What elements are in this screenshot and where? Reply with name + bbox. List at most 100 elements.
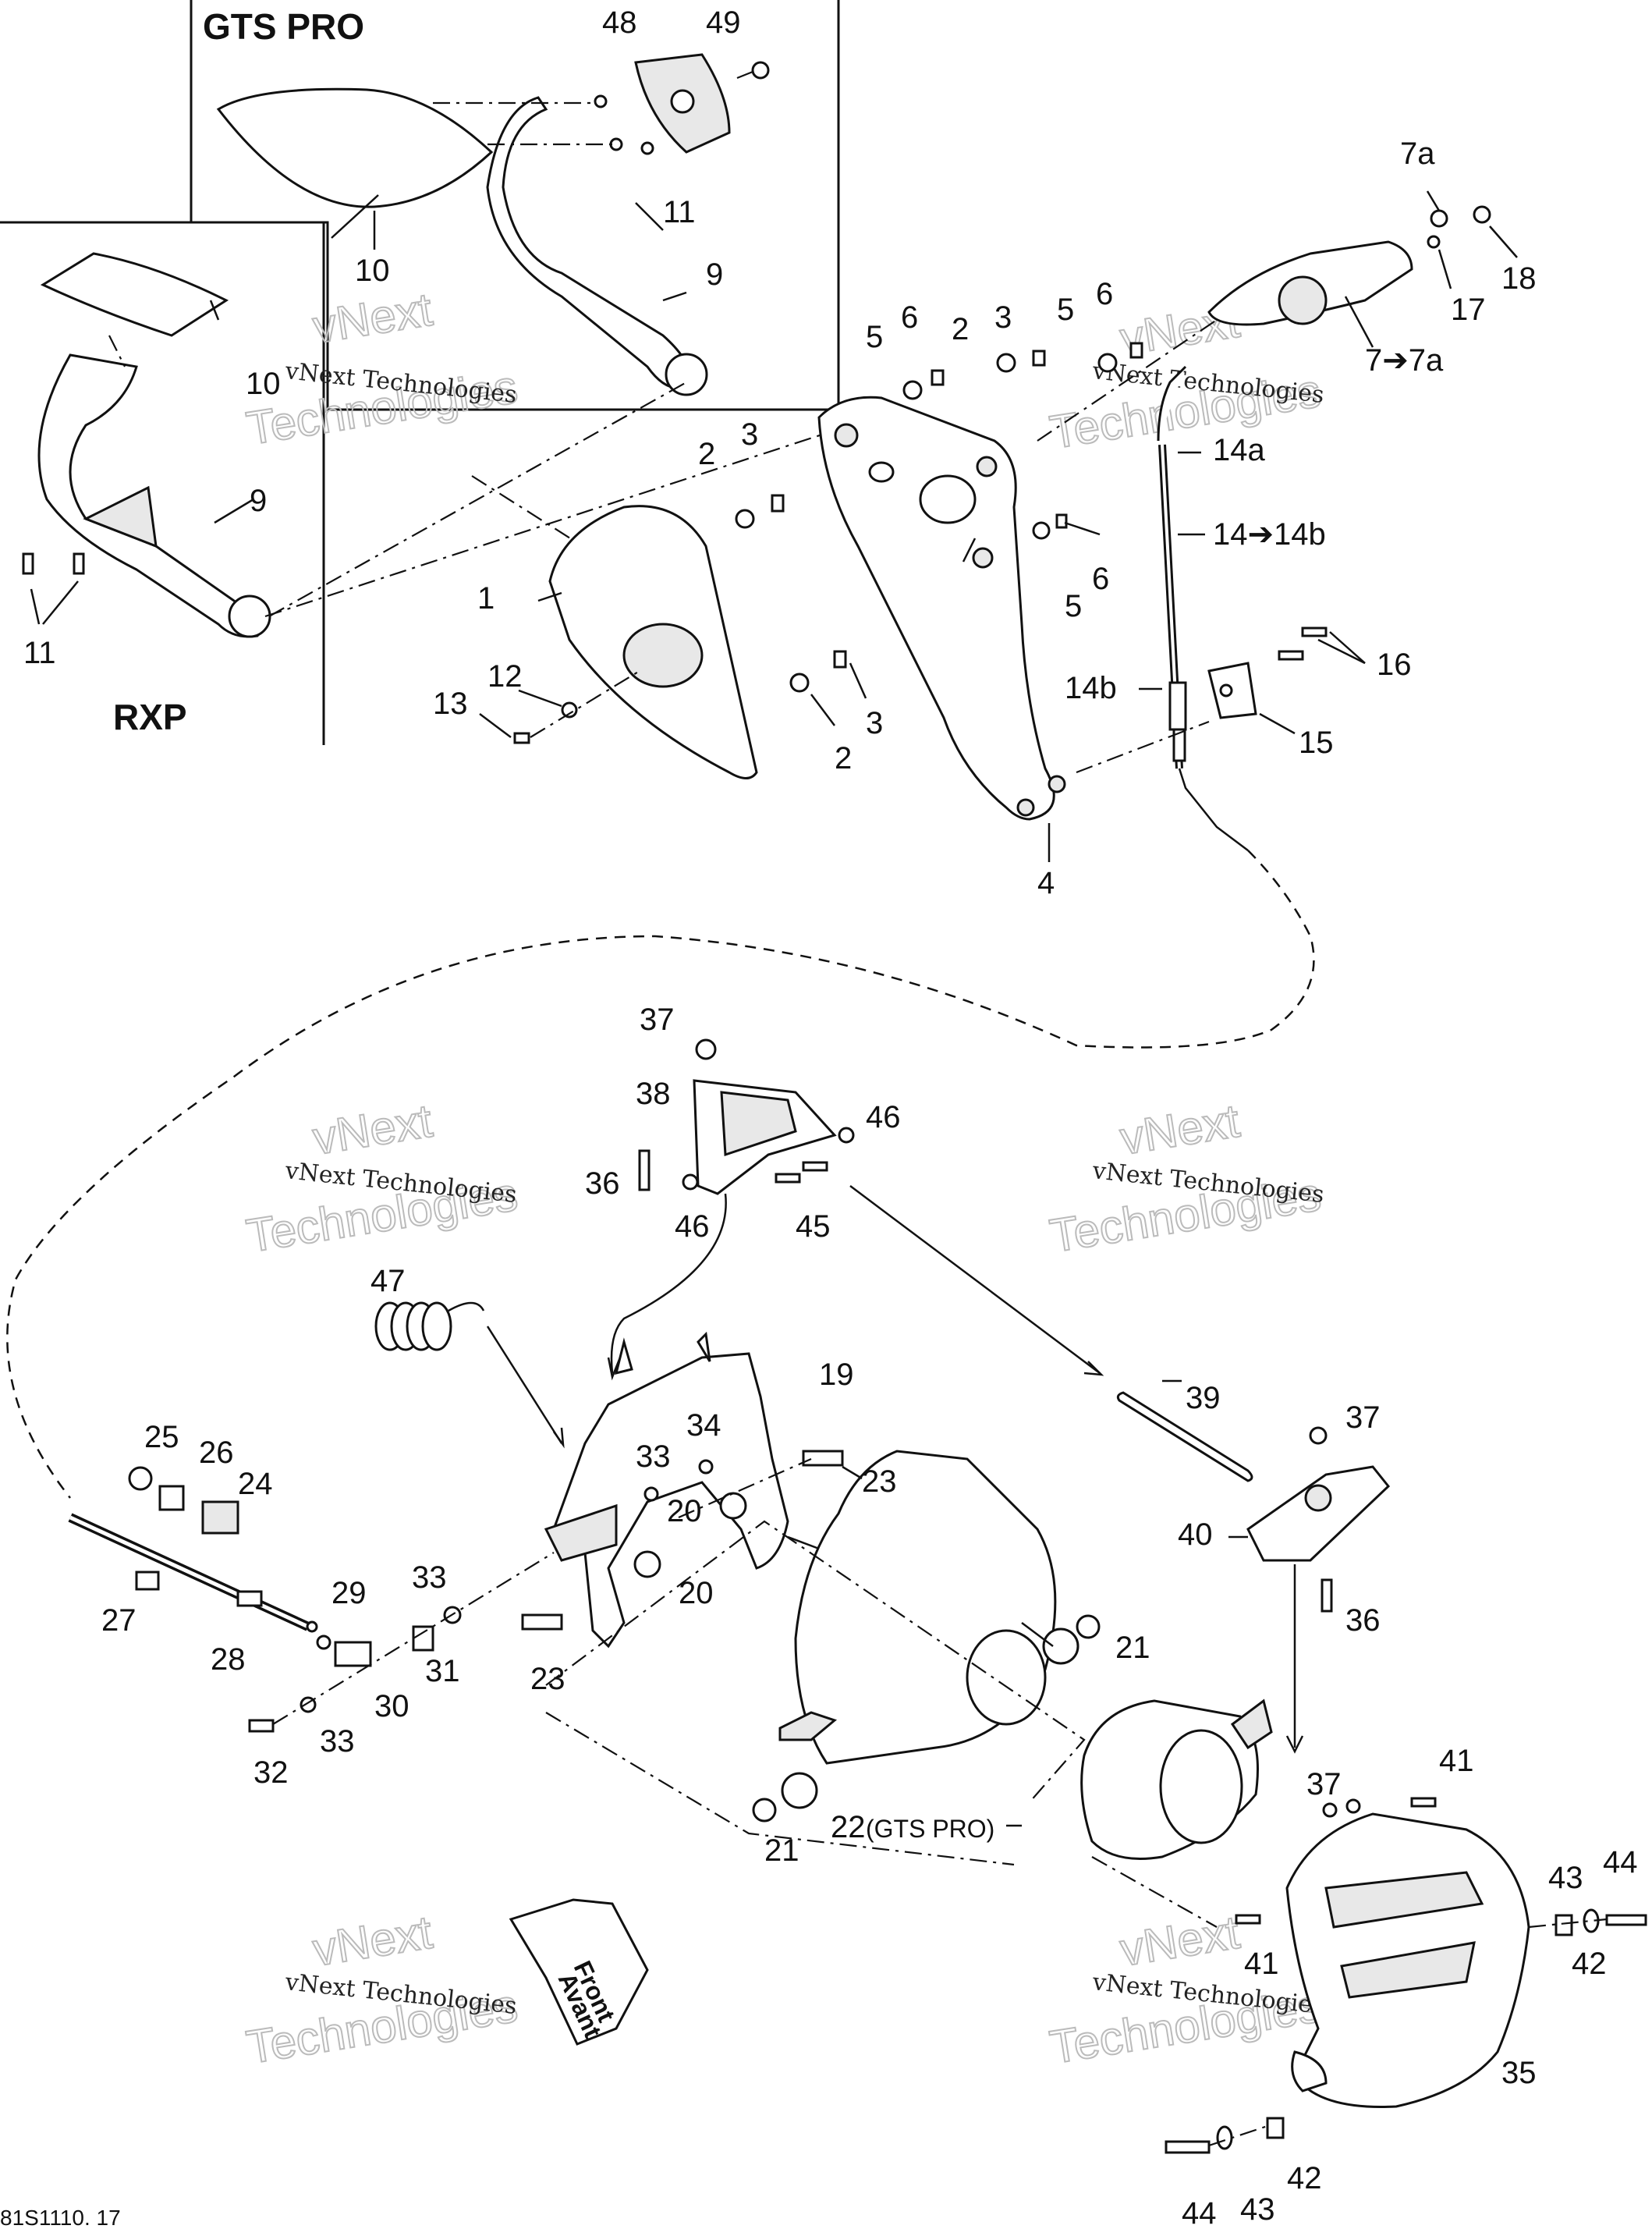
rxp-inset: RXP (0, 221, 325, 745)
callout-37: 37 (1306, 1767, 1342, 1801)
washer-33 (643, 1486, 659, 1502)
callout-46: 46 (675, 1209, 710, 1244)
callout-42: 42 (1287, 2161, 1322, 2195)
callout-18: 18 (1501, 261, 1537, 296)
callout-27: 27 (101, 1603, 136, 1638)
callout-9: 9 (250, 484, 267, 518)
washer (1097, 353, 1118, 373)
pin-45 (775, 1173, 801, 1184)
pin-45 (802, 1161, 828, 1172)
bushing-20 (633, 1550, 661, 1578)
callout-33: 33 (636, 1439, 671, 1474)
nut-46 (838, 1127, 855, 1144)
arm-pivot (665, 353, 708, 396)
callout-33: 33 (412, 1560, 447, 1595)
callout-34: 34 (686, 1408, 721, 1443)
washer-43 (1216, 2125, 1233, 2150)
rxp-screw (73, 552, 85, 575)
bolt (751, 61, 770, 80)
reverse-bracket-tab (697, 1331, 711, 1362)
reverse-gate-rib (1324, 1871, 1484, 1929)
reverse-gate-bracket (1246, 1465, 1391, 1562)
rxp-arm-pivot (228, 595, 271, 638)
bolt (1032, 350, 1046, 367)
callout-7-to-7a: 7➔7a (1365, 343, 1444, 378)
callout-40: 40 (1178, 1517, 1213, 1552)
callout-36: 36 (1345, 1603, 1381, 1638)
callout-5: 5 (866, 320, 883, 354)
callout-2: 2 (952, 312, 969, 346)
washer (789, 673, 810, 693)
nut-37 (695, 1038, 717, 1060)
callout-17: 17 (1451, 293, 1486, 327)
bracket-hole (670, 89, 695, 114)
bushing-20 (719, 1492, 747, 1520)
callout-48: 48 (602, 5, 637, 40)
callout-16: 16 (1377, 648, 1412, 682)
callout-12: 12 (487, 659, 523, 694)
callout-41: 41 (1439, 1744, 1474, 1778)
callout-21: 21 (1115, 1631, 1150, 1665)
callout-2: 2 (698, 437, 715, 471)
callout-9: 9 (706, 257, 723, 292)
lever-arm (486, 96, 691, 389)
callout-41: 41 (1244, 1947, 1279, 1981)
bracket-pivot (1304, 1484, 1332, 1512)
reverse-bracket-face (544, 1503, 618, 1562)
callout-10: 10 (246, 367, 281, 401)
lever-pad (216, 87, 494, 208)
gts-pro-parts (216, 53, 770, 396)
bolt-36 (1321, 1578, 1333, 1613)
bolt (513, 732, 530, 744)
bushing-42 (1555, 1914, 1573, 1936)
cover-recess (622, 623, 704, 688)
venturi-outlet (966, 1629, 1047, 1726)
callout-6: 6 (1092, 562, 1109, 596)
venturi-tab (778, 1711, 838, 1741)
callout-10: 10 (355, 254, 390, 288)
callout-36: 36 (585, 1166, 620, 1201)
callout-5: 5 (1057, 293, 1074, 327)
nut-18 (1473, 205, 1491, 224)
callout-20: 20 (667, 1494, 702, 1528)
watermark-big: vNext (310, 1095, 436, 1165)
callout-22: 22 (831, 1810, 866, 1844)
callout-7a: 7a (1400, 137, 1435, 171)
bolt (1129, 342, 1143, 359)
rxp-parts (22, 252, 271, 638)
callout-28: 28 (211, 1642, 246, 1677)
callout-24: 24 (238, 1467, 273, 1501)
plate-hole (1016, 798, 1035, 817)
bolt-44 (1165, 2140, 1211, 2154)
shift-cable-parts (68, 1466, 555, 1733)
plate-hole (834, 423, 859, 448)
plate-bore (919, 474, 977, 524)
leader-lines (30, 190, 1518, 1827)
callout-23: 23 (862, 1464, 897, 1499)
callout-23: 23 (530, 1662, 565, 1696)
callout-15: 15 (1299, 726, 1334, 760)
nozzle-outlet (1159, 1729, 1243, 1844)
rxp-pad (40, 252, 229, 337)
nut (594, 94, 608, 108)
bushing-21 (752, 1798, 777, 1823)
bolt-16 (1301, 626, 1328, 637)
callout-37: 37 (1345, 1400, 1381, 1435)
washer (1032, 521, 1051, 540)
right-assembly: Front Avant (509, 1391, 1647, 2154)
rxp-screw (22, 552, 34, 575)
callout-44: 44 (1603, 1845, 1638, 1879)
callout-13: 13 (433, 687, 468, 721)
callout-2: 2 (835, 741, 852, 776)
callout-26: 26 (199, 1436, 234, 1470)
callout-49: 49 (706, 5, 741, 40)
washer (996, 353, 1016, 373)
callout-25: 25 (144, 1420, 179, 1454)
bracket-hole (1219, 683, 1233, 697)
watermark-big: vNext (1117, 1095, 1243, 1165)
cable-ferrule (1168, 681, 1187, 731)
washer (902, 380, 923, 400)
washer (735, 509, 755, 529)
bearing (781, 1772, 818, 1809)
